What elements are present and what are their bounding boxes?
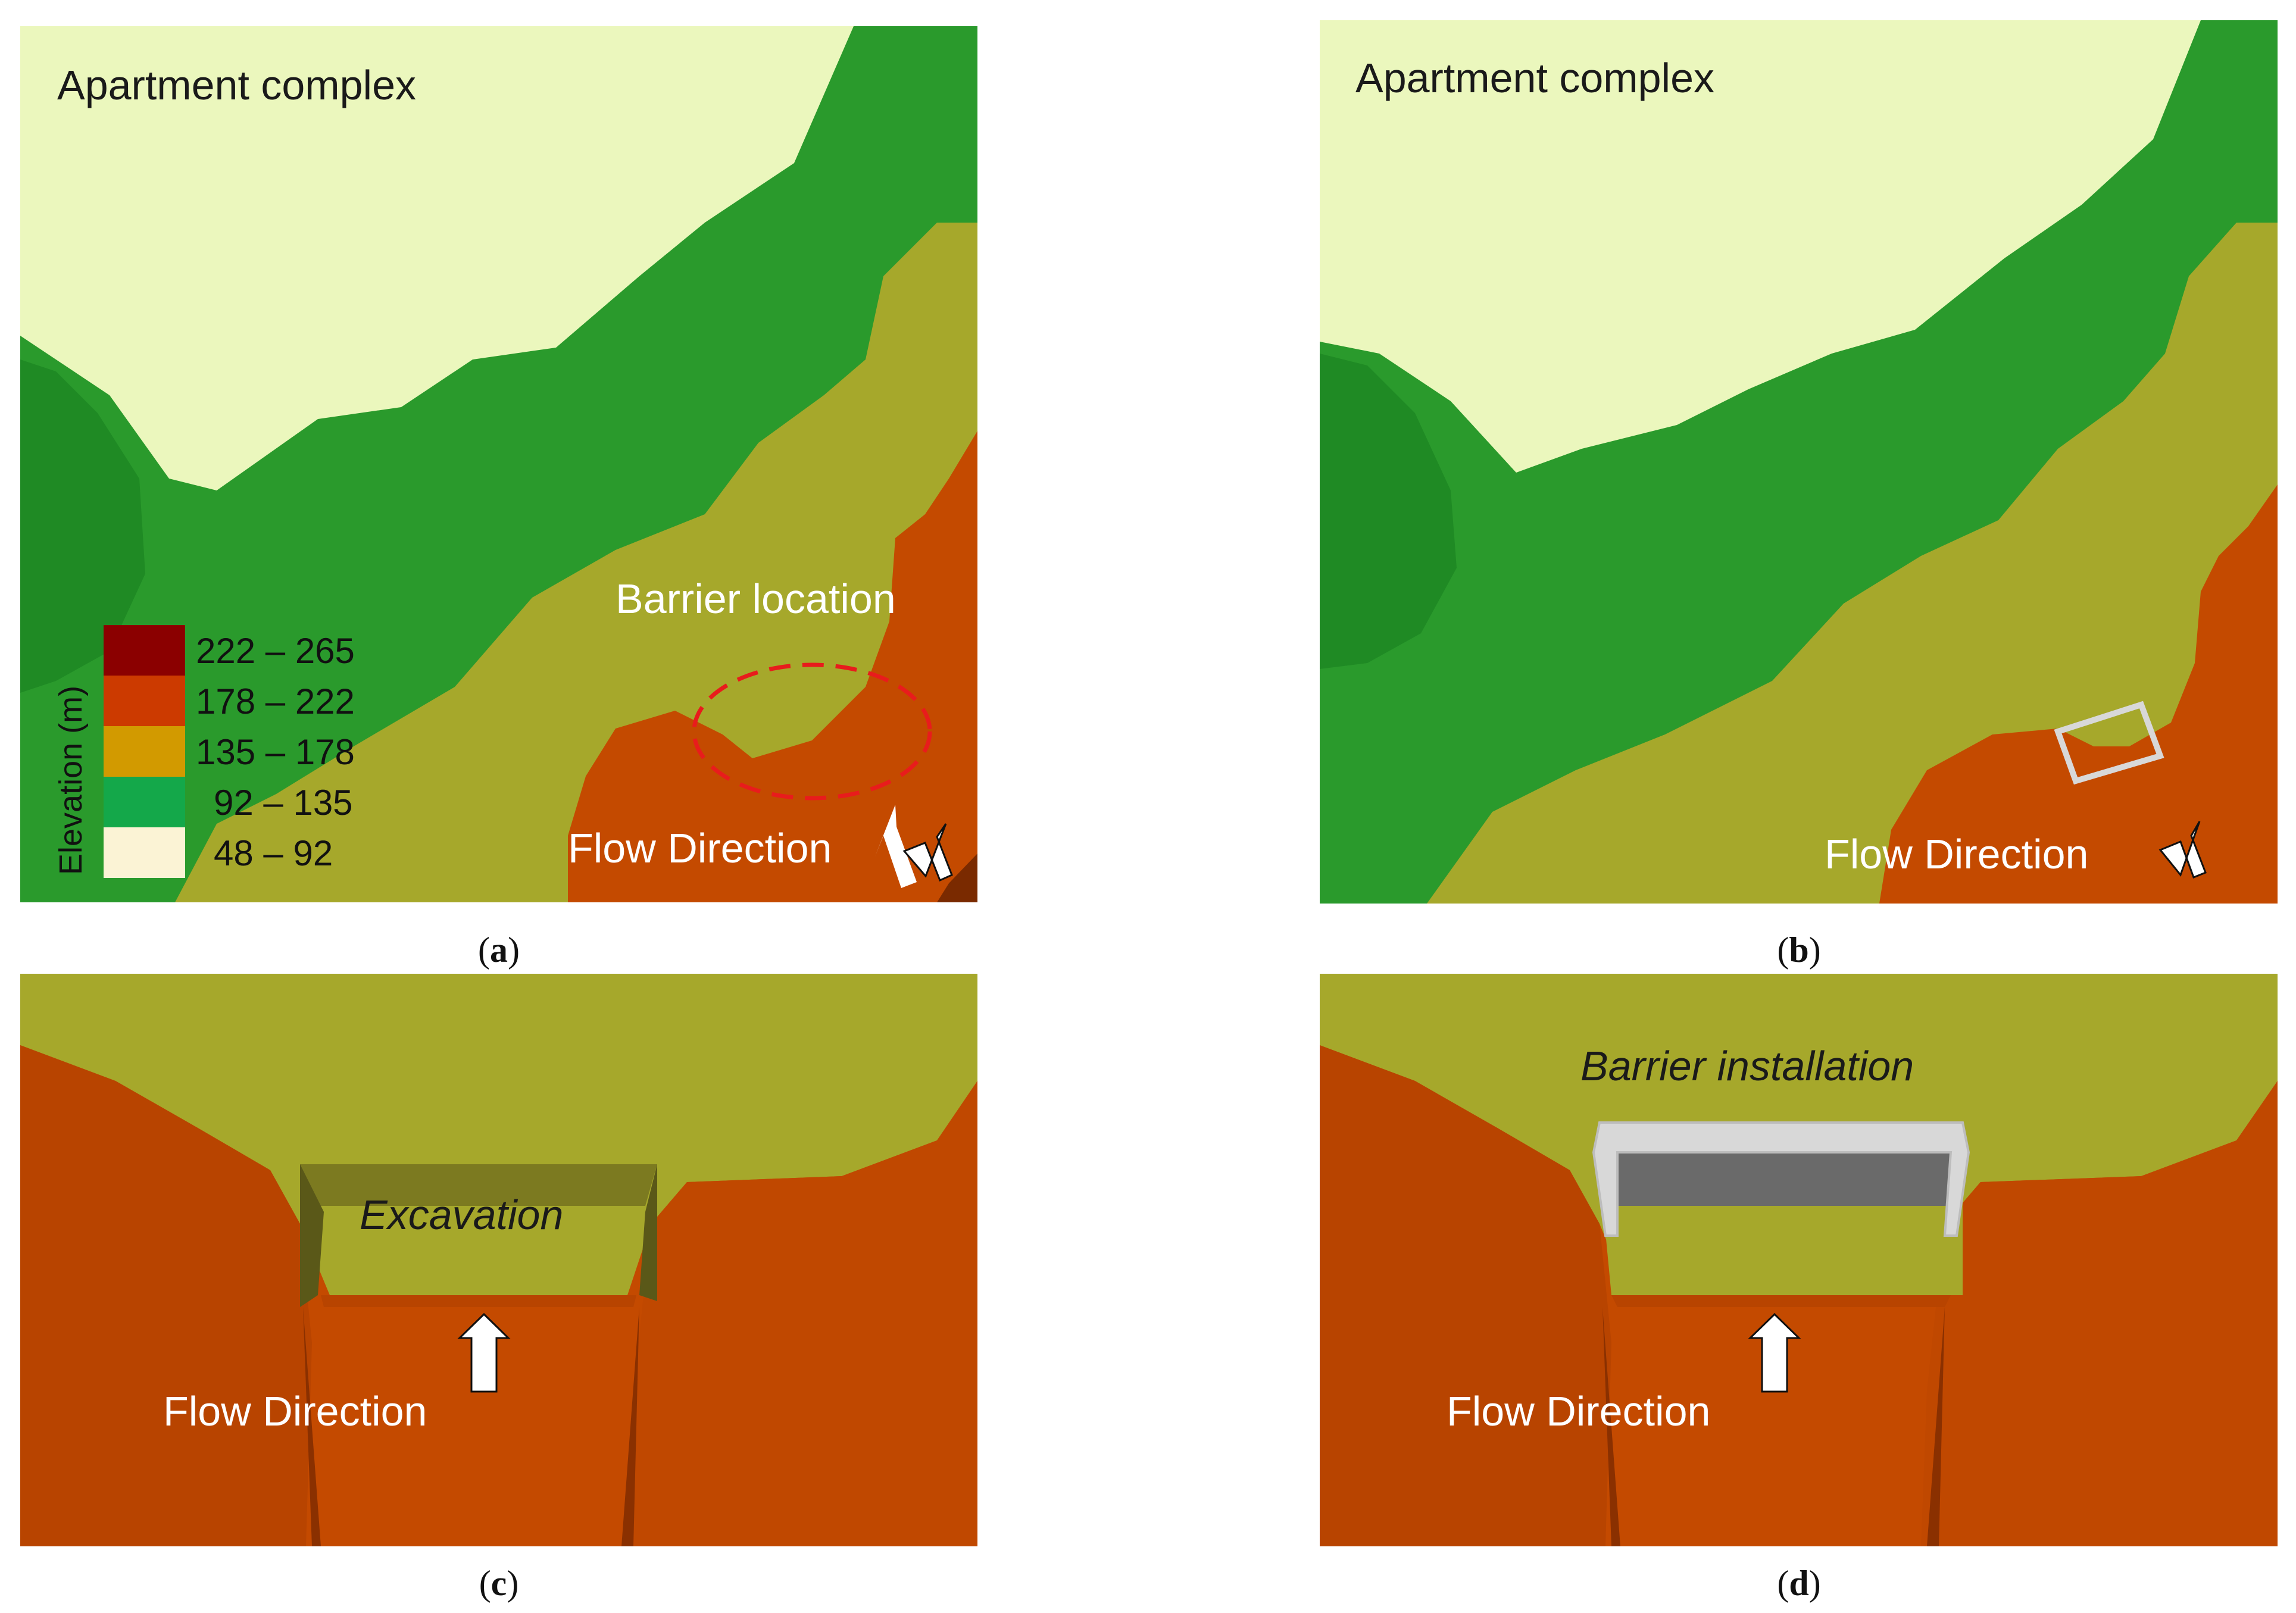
label-excavation: Excavation	[360, 1192, 564, 1238]
legend-label-4: 92 – 135	[214, 783, 353, 823]
panel-d: Barrier installation Flow Direction	[1320, 974, 2278, 1546]
terrain-view-c	[20, 974, 977, 1546]
legend-label-5: 48 – 92	[214, 833, 333, 873]
panel-c: Excavation Flow Direction	[20, 974, 977, 1546]
panel-b: Apartment complex Flow Direction	[1320, 20, 2278, 904]
label-flow-direction: Flow Direction	[163, 1388, 427, 1434]
terrain-map-b	[1320, 20, 2278, 904]
label-apartment-complex: Apartment complex	[1355, 55, 1715, 101]
legend-label-2: 178 – 222	[196, 682, 355, 721]
caption-c: (c)	[479, 1564, 519, 1603]
label-flow-direction: Flow Direction	[1447, 1388, 1711, 1434]
label-flow-direction: Flow Direction	[1825, 831, 2089, 877]
legend-swatch-1	[104, 625, 185, 676]
caption-a: (a)	[478, 930, 520, 970]
elevation-legend: 222 – 265 178 – 222 135 – 178 92 – 135 4…	[104, 625, 413, 887]
legend-swatch-5	[104, 827, 185, 878]
legend-label-3: 135 – 178	[196, 732, 355, 772]
label-barrier-location: Barrier location	[616, 576, 896, 622]
legend-swatch-4	[104, 777, 185, 827]
terrain-view-d	[1320, 974, 2278, 1546]
caption-d: (d)	[1777, 1564, 1821, 1603]
legend-swatch-2	[104, 676, 185, 726]
panel-a: Apartment complex Barrier location Flow …	[20, 26, 977, 902]
label-apartment-complex: Apartment complex	[57, 62, 417, 108]
label-flow-direction: Flow Direction	[568, 825, 832, 871]
legend-label-1: 222 – 265	[196, 631, 355, 671]
legend-title: Elevation (m)	[53, 685, 89, 875]
caption-b: (b)	[1777, 930, 1821, 970]
label-barrier-installation: Barrier installation	[1580, 1043, 1914, 1089]
legend-swatch-3	[104, 726, 185, 777]
